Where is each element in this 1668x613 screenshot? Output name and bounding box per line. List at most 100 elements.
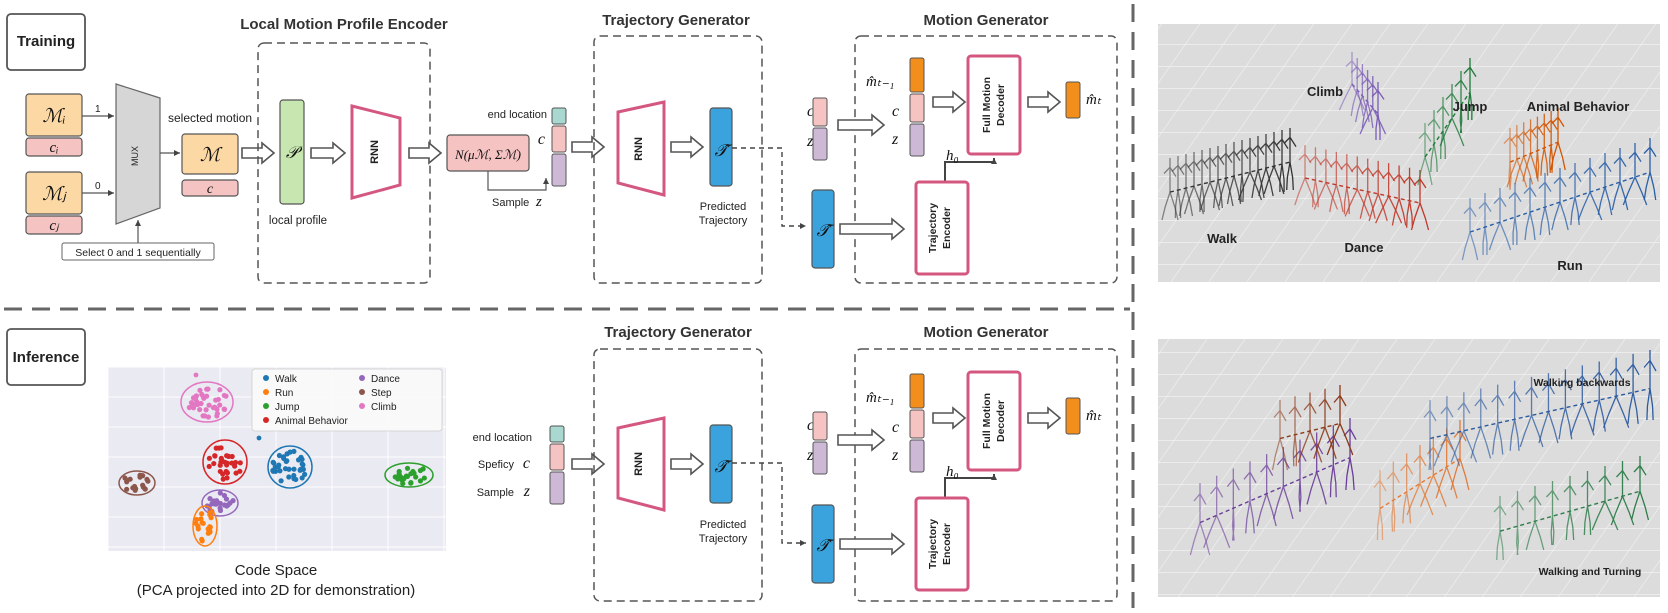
svg-text:ℳ: ℳ: [200, 145, 223, 166]
scatter-cluster: [118, 470, 156, 496]
svg-text:h₀: h₀: [946, 464, 959, 480]
svg-text:RNN: RNN: [369, 140, 381, 164]
full-motion-decoder-inference: Full Motion Decoder: [966, 370, 1022, 472]
svg-text:Trajectory Generator: Trajectory Generator: [602, 12, 750, 29]
svg-text:Animal Behavior: Animal Behavior: [1527, 99, 1630, 114]
svg-text:Motion Generator: Motion Generator: [923, 12, 1048, 29]
trajectory-generator-region-inference: [593, 348, 763, 602]
svg-text:Walking backwards: Walking backwards: [1533, 377, 1630, 389]
scatter-cluster: [384, 462, 434, 488]
svg-text:Trajectory: Trajectory: [699, 215, 748, 227]
svg-text:Dance: Dance: [371, 374, 400, 385]
input-motion-j: ℳⱼ cⱼ: [25, 171, 83, 235]
latent-stack: [551, 107, 567, 187]
svg-text:Animal Behavior: Animal Behavior: [275, 416, 348, 427]
motion-sequence: [1161, 128, 1297, 221]
trajectory-encoder-inference: Trajectory Encoder: [914, 496, 970, 592]
svg-text:z: z: [891, 447, 899, 464]
svg-text:Local Motion Profile Encoder: Local Motion Profile Encoder: [240, 16, 448, 33]
motion-generator-region-training: [854, 35, 1118, 284]
svg-text:Climb: Climb: [371, 402, 397, 413]
motion-sequence: [1294, 145, 1430, 231]
svg-text:Dance: Dance: [1344, 240, 1383, 255]
svg-text:RNN: RNN: [633, 452, 645, 476]
motion-sequence: [1417, 58, 1477, 186]
legend-item: Walk: [263, 374, 298, 385]
motion-sequence: [1423, 350, 1657, 471]
svg-text:Trajectory: Trajectory: [927, 203, 939, 253]
svg-text:1: 1: [95, 104, 101, 115]
svg-text:ℳᵢ: ℳᵢ: [42, 106, 65, 127]
training-label: Training: [6, 13, 86, 71]
motion-sequence: [1271, 385, 1354, 471]
svg-text:Motion Generator: Motion Generator: [923, 324, 1048, 341]
legend-item: Animal Behavior: [263, 416, 348, 427]
svg-text:Run: Run: [275, 388, 293, 399]
local-encoder-region: [257, 42, 431, 284]
svg-text:Sample: Sample: [492, 197, 529, 209]
svg-text:h₀: h₀: [946, 148, 959, 164]
svg-text:Select 0 and 1 sequentially: Select 0 and 1 sequentially: [75, 247, 201, 259]
predicted-trajectory-box: 𝒯̂: [709, 107, 733, 187]
inference-input-stack: [549, 425, 565, 505]
svg-text:m̂ₜ: m̂ₜ: [1086, 408, 1102, 424]
svg-text:Jump: Jump: [1453, 99, 1488, 114]
scatter-cluster: [180, 381, 234, 423]
legend-item: Climb: [359, 402, 397, 413]
svg-text:z: z: [806, 447, 814, 464]
svg-text:local profile: local profile: [269, 215, 327, 227]
svg-text:Encoder: Encoder: [941, 207, 953, 249]
legend-item: Run: [263, 388, 293, 399]
svg-text:c: c: [807, 417, 814, 434]
legend-item: Jump: [263, 402, 300, 413]
svg-text:N(μℳ, Σℳ): N(μℳ, Σℳ): [454, 147, 521, 162]
svg-text:c: c: [523, 455, 530, 472]
decoder-input-stack-inference: [909, 373, 925, 473]
scatter-cluster: [192, 505, 218, 547]
svg-text:Walk: Walk: [1207, 231, 1238, 246]
rnn-trajectory-inference: RNN: [616, 416, 666, 512]
svg-text:(PCA projected into 2D for dem: (PCA projected into 2D for demonstration…: [137, 582, 415, 599]
svg-text:c: c: [892, 419, 899, 436]
scatter-cluster: [202, 439, 248, 485]
svg-text:Full Motion: Full Motion: [981, 77, 993, 133]
svg-text:m̂ₜ₋₁: m̂ₜ₋₁: [866, 390, 894, 406]
svg-text:Walking and Turning: Walking and Turning: [1539, 566, 1642, 578]
scatter-cluster: [267, 445, 313, 489]
svg-text:c: c: [538, 131, 545, 148]
training-motion-render: Climb Jump Animal Behavior Walk Dance Ru…: [1158, 24, 1660, 282]
svg-text:Trajectory: Trajectory: [699, 533, 748, 545]
local-profile-box: 𝒫: [279, 99, 305, 205]
svg-text:m̂ₜ₋₁: m̂ₜ₋₁: [866, 74, 894, 90]
svg-text:Run: Run: [1557, 258, 1582, 273]
svg-text:z: z: [523, 483, 531, 500]
rnn-encoder: RNN: [350, 104, 402, 200]
svg-text:Trajectory Generator: Trajectory Generator: [604, 324, 752, 341]
motion-sequence: [1493, 456, 1650, 561]
svg-text:c: c: [807, 103, 814, 120]
svg-text:MUX: MUX: [130, 146, 140, 166]
motion-generator-region-inference: [854, 348, 1118, 602]
selected-motion: ℳ c: [181, 133, 239, 197]
svg-text:Predicted: Predicted: [700, 519, 746, 531]
svg-text:z: z: [891, 131, 899, 148]
svg-text:Full Motion: Full Motion: [981, 393, 993, 449]
svg-text:Jump: Jump: [275, 402, 300, 413]
distribution-box: N(μℳ, Σℳ): [446, 134, 530, 172]
trajectory-encoder-training: Trajectory Encoder: [914, 180, 970, 276]
svg-text:Training: Training: [17, 33, 75, 50]
svg-text:end location: end location: [473, 432, 532, 444]
svg-text:m̂ₜ: m̂ₜ: [1086, 92, 1102, 108]
svg-text:Sample: Sample: [477, 487, 514, 499]
svg-text:cᵢ: cᵢ: [49, 140, 58, 156]
svg-text:selected motion: selected motion: [168, 111, 252, 125]
svg-text:RNN: RNN: [633, 137, 645, 161]
svg-text:z: z: [535, 194, 542, 210]
inference-motion-render: Walking backwards Walking and Turning: [1158, 339, 1660, 597]
select-note: Select 0 and 1 sequentially: [61, 242, 215, 261]
svg-text:ℳⱼ: ℳⱼ: [42, 184, 67, 205]
svg-text:0: 0: [95, 181, 101, 192]
motion-sequence: [1503, 108, 1566, 191]
svg-text:Trajectory: Trajectory: [927, 519, 939, 569]
svg-text:Climb: Climb: [1307, 84, 1343, 99]
